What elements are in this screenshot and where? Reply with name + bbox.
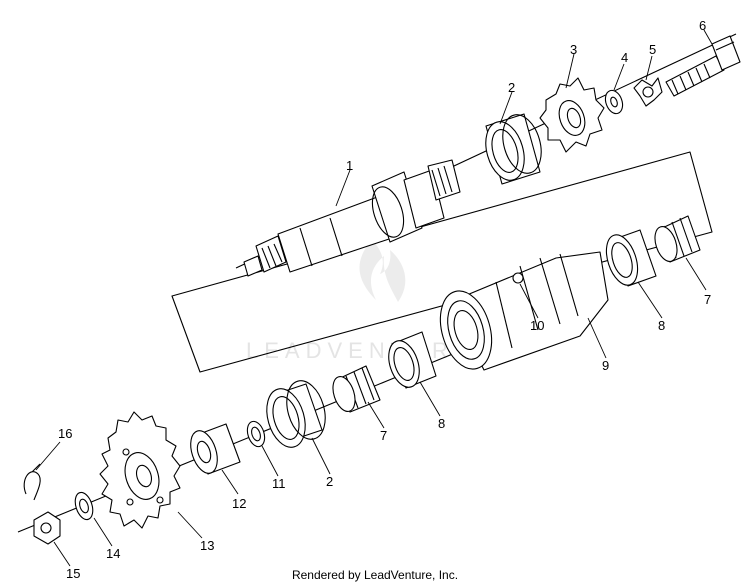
callouts: 1 2 3 4 5 6 7 8 9 10 8 7 2 11 12 13 14 1… (58, 18, 711, 581)
callout-8-right: 8 (658, 318, 665, 333)
tapered-bearing-right (654, 215, 701, 263)
callout-2-lower: 2 (326, 474, 333, 489)
washer-outer (74, 491, 94, 521)
callout-9: 9 (602, 358, 609, 373)
credit-line: Rendered by LeadVenture, Inc. (291, 568, 459, 582)
jackshaft (243, 159, 461, 277)
callout-4: 4 (621, 50, 628, 65)
watermark-logo-icon (359, 240, 406, 302)
watermark-text: LEADVENTURE (246, 338, 475, 363)
housing (439, 251, 609, 371)
callout-7-right: 7 (704, 292, 711, 307)
callout-3: 3 (570, 42, 577, 57)
washer-small (604, 89, 624, 115)
callout-11: 11 (272, 476, 286, 491)
bearing-race-lower (388, 331, 437, 389)
callout-5: 5 (649, 42, 656, 57)
cotter-pin (23, 463, 41, 501)
callout-7-lower: 7 (380, 428, 387, 443)
watermark: LEADVENTURE (246, 240, 475, 363)
tapered-bearing-lower (332, 365, 381, 413)
callout-2-upper: 2 (508, 80, 515, 95)
grease-fitting (512, 272, 524, 284)
callout-8-lower: 8 (438, 416, 445, 431)
bearing-race-right (605, 229, 657, 287)
bearing-upper (485, 113, 542, 185)
large-sprocket (99, 411, 181, 529)
callout-10: 10 (530, 318, 544, 333)
callout-1: 1 (346, 158, 353, 173)
spacer (190, 423, 241, 475)
lock-tab (633, 77, 663, 107)
washer-mid (246, 420, 266, 448)
callout-16: 16 (58, 426, 72, 441)
bolt (665, 35, 741, 97)
callout-13: 13 (200, 538, 214, 553)
callout-6: 6 (699, 18, 706, 33)
callout-15: 15 (66, 566, 80, 581)
assembly-outline (171, 151, 713, 373)
small-sprocket (539, 77, 605, 153)
castle-nut (33, 511, 61, 545)
leader-lines (35, 29, 713, 567)
callout-14: 14 (106, 546, 120, 561)
bearing-lower (266, 380, 326, 448)
callout-12: 12 (232, 496, 246, 511)
